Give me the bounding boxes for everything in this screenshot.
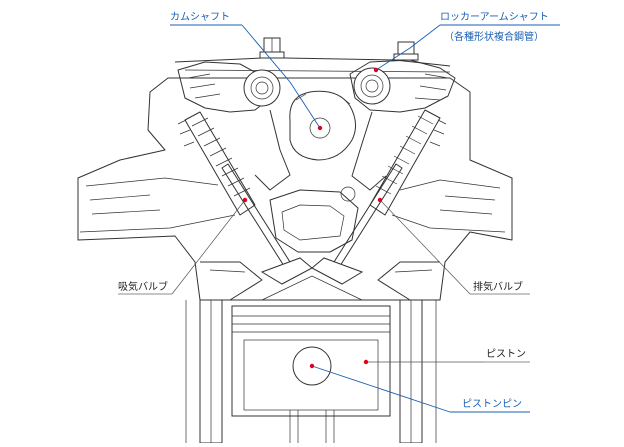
combustion-chamber xyxy=(269,189,359,253)
head-bolt xyxy=(259,37,285,59)
piston-body xyxy=(231,275,391,417)
callout-intake-valve: 吸気バルブ xyxy=(118,197,248,295)
callout-piston: ピストン xyxy=(363,348,530,365)
exhaust-port xyxy=(391,179,506,233)
camshaft-lobe xyxy=(289,90,356,161)
label-intake-valve: 吸気バルブ xyxy=(118,280,168,293)
label-piston: ピストン xyxy=(486,348,526,360)
rocker-shaft-left xyxy=(243,69,281,107)
connecting-rod xyxy=(289,410,335,443)
callout-piston-pin: ピストンピン xyxy=(309,363,530,413)
label-camshaft: カムシャフト xyxy=(170,11,230,23)
head-bolt xyxy=(393,41,419,61)
callout-exhaust-valve: 排気バルブ xyxy=(377,197,530,295)
callout-rocker-arm-shaft: ロッカーアームシャフト （各種形状複合鋼管） xyxy=(373,11,560,73)
intake-port xyxy=(79,177,236,233)
label-exhaust-valve: 排気バルブ xyxy=(473,280,523,293)
rocker-shaft-right xyxy=(353,67,391,105)
label-piston-pin: ピストンピン xyxy=(462,398,522,410)
cylinder-head-outline xyxy=(77,77,513,301)
callout-camshaft: カムシャフト xyxy=(170,11,323,131)
exhaust-valve xyxy=(311,163,403,285)
engine-cross-section xyxy=(77,37,513,444)
intake-valve-spring xyxy=(177,111,256,216)
rocker-arm-right xyxy=(349,59,456,113)
label-rocker-arm-shaft: ロッカーアームシャフト xyxy=(440,11,549,23)
label-rocker-arm-shaft-note: （各種形状複合鋼管） xyxy=(444,30,544,43)
